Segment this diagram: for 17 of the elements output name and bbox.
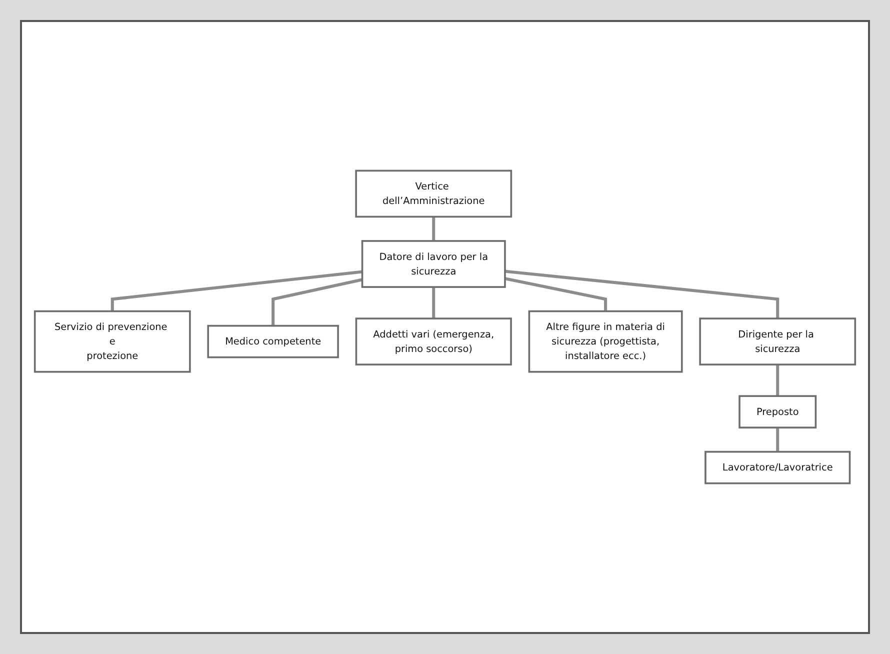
connector — [776, 428, 780, 452]
connector — [272, 278, 363, 326]
connector — [504, 270, 780, 319]
node-box: Vertice dell’Amministrazione — [355, 170, 512, 218]
node-box: Addetti vari (emergenza, primo soccorso) — [355, 318, 512, 366]
node-box: Datore di lavoro per la sicurezza — [361, 240, 506, 288]
node-box: Servizio di prevenzione e protezione — [34, 310, 191, 373]
node-box: Medico competente — [207, 324, 339, 358]
connector — [432, 287, 436, 319]
connector — [776, 364, 780, 396]
connector — [110, 270, 362, 312]
node-box: Preposto — [738, 395, 817, 428]
connector — [504, 277, 608, 312]
node-box: Lavoratore/Lavoratrice — [704, 450, 851, 484]
node-box: Dirigente per la sicurezza — [699, 318, 856, 366]
node-box: Altre figure in materia di sicurezza (progettista, installatore ecc.) — [528, 310, 683, 373]
connector — [432, 216, 436, 241]
